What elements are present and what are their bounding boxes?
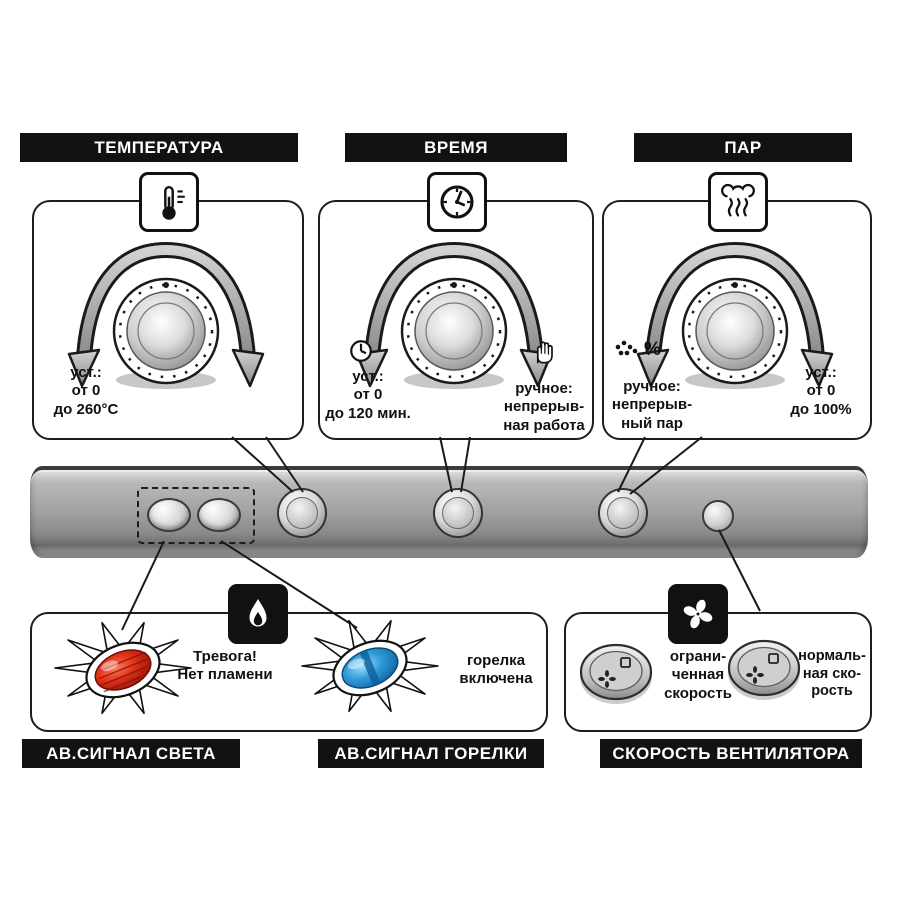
fan-glyph	[683, 599, 713, 629]
steam-set-range-text: уст.: от 0 до 100%	[790, 364, 852, 418]
steam-manual-icon: %	[612, 338, 661, 362]
steam-knob-graphic	[636, 241, 834, 389]
temperature-knob-graphic	[67, 241, 265, 389]
steam-manual-text: ручное: непрерыв- ный пар	[611, 378, 693, 432]
signal-lamps-dashed-outline	[137, 487, 255, 544]
steam-header: ПАР	[634, 133, 852, 162]
flame-icon	[228, 584, 288, 644]
fan-limited-speed-button	[579, 643, 653, 704]
droplets-icon	[615, 340, 638, 356]
fan-normal-speed-button	[727, 639, 801, 700]
steam-glyph	[721, 183, 755, 217]
flame-alarm-label: АВ.СИГНАЛ СВЕТА	[22, 739, 240, 768]
steam-panel-knob	[598, 488, 648, 538]
fan-speed-button	[702, 500, 734, 532]
fan-icon	[668, 584, 728, 644]
thermometer-glyph	[162, 186, 185, 220]
time-set-clock-icon	[350, 340, 372, 362]
time-manual-text: ручное: непрерыв- ная работа	[503, 380, 585, 434]
burner-indicator	[301, 619, 439, 713]
thermometer-icon	[139, 172, 199, 232]
clock-glyph	[440, 185, 474, 219]
time-set-range-text: уст.: от 0 до 120 мин.	[325, 368, 411, 422]
clock-icon	[427, 172, 487, 232]
flame-alarm-indicator	[54, 621, 192, 715]
fan-speed-label: СКОРОСТЬ ВЕНТИЛЯТОРА	[600, 739, 862, 768]
steam-icon	[708, 172, 768, 232]
time-panel-knob	[433, 488, 483, 538]
fan-limited-speed-text: ограни- ченная скорость	[664, 648, 732, 702]
manual-hand-icon	[536, 341, 553, 364]
burner-on-text: горелка включена	[459, 652, 533, 688]
time-header: ВРЕМЯ	[345, 133, 567, 162]
temperature-set-range-text: уст.: от 0 до 260°C	[53, 364, 119, 418]
fan-normal-speed-text: нормаль- ная ско- рость	[798, 648, 866, 700]
temperature-panel-knob	[277, 488, 327, 538]
flame-glyph	[249, 599, 267, 627]
flame-alarm-text: Тревога! Нет пламени	[177, 648, 273, 684]
burner-lamp-button	[197, 498, 241, 532]
flame-alarm-lamp-button	[147, 498, 191, 532]
temperature-header: ТЕМПЕРАТУРА	[20, 133, 298, 162]
steam-percent-symbol: %	[644, 339, 661, 360]
burner-alarm-label: АВ.СИГНАЛ ГОРЕЛКИ	[318, 739, 544, 768]
time-knob-graphic	[355, 241, 553, 389]
